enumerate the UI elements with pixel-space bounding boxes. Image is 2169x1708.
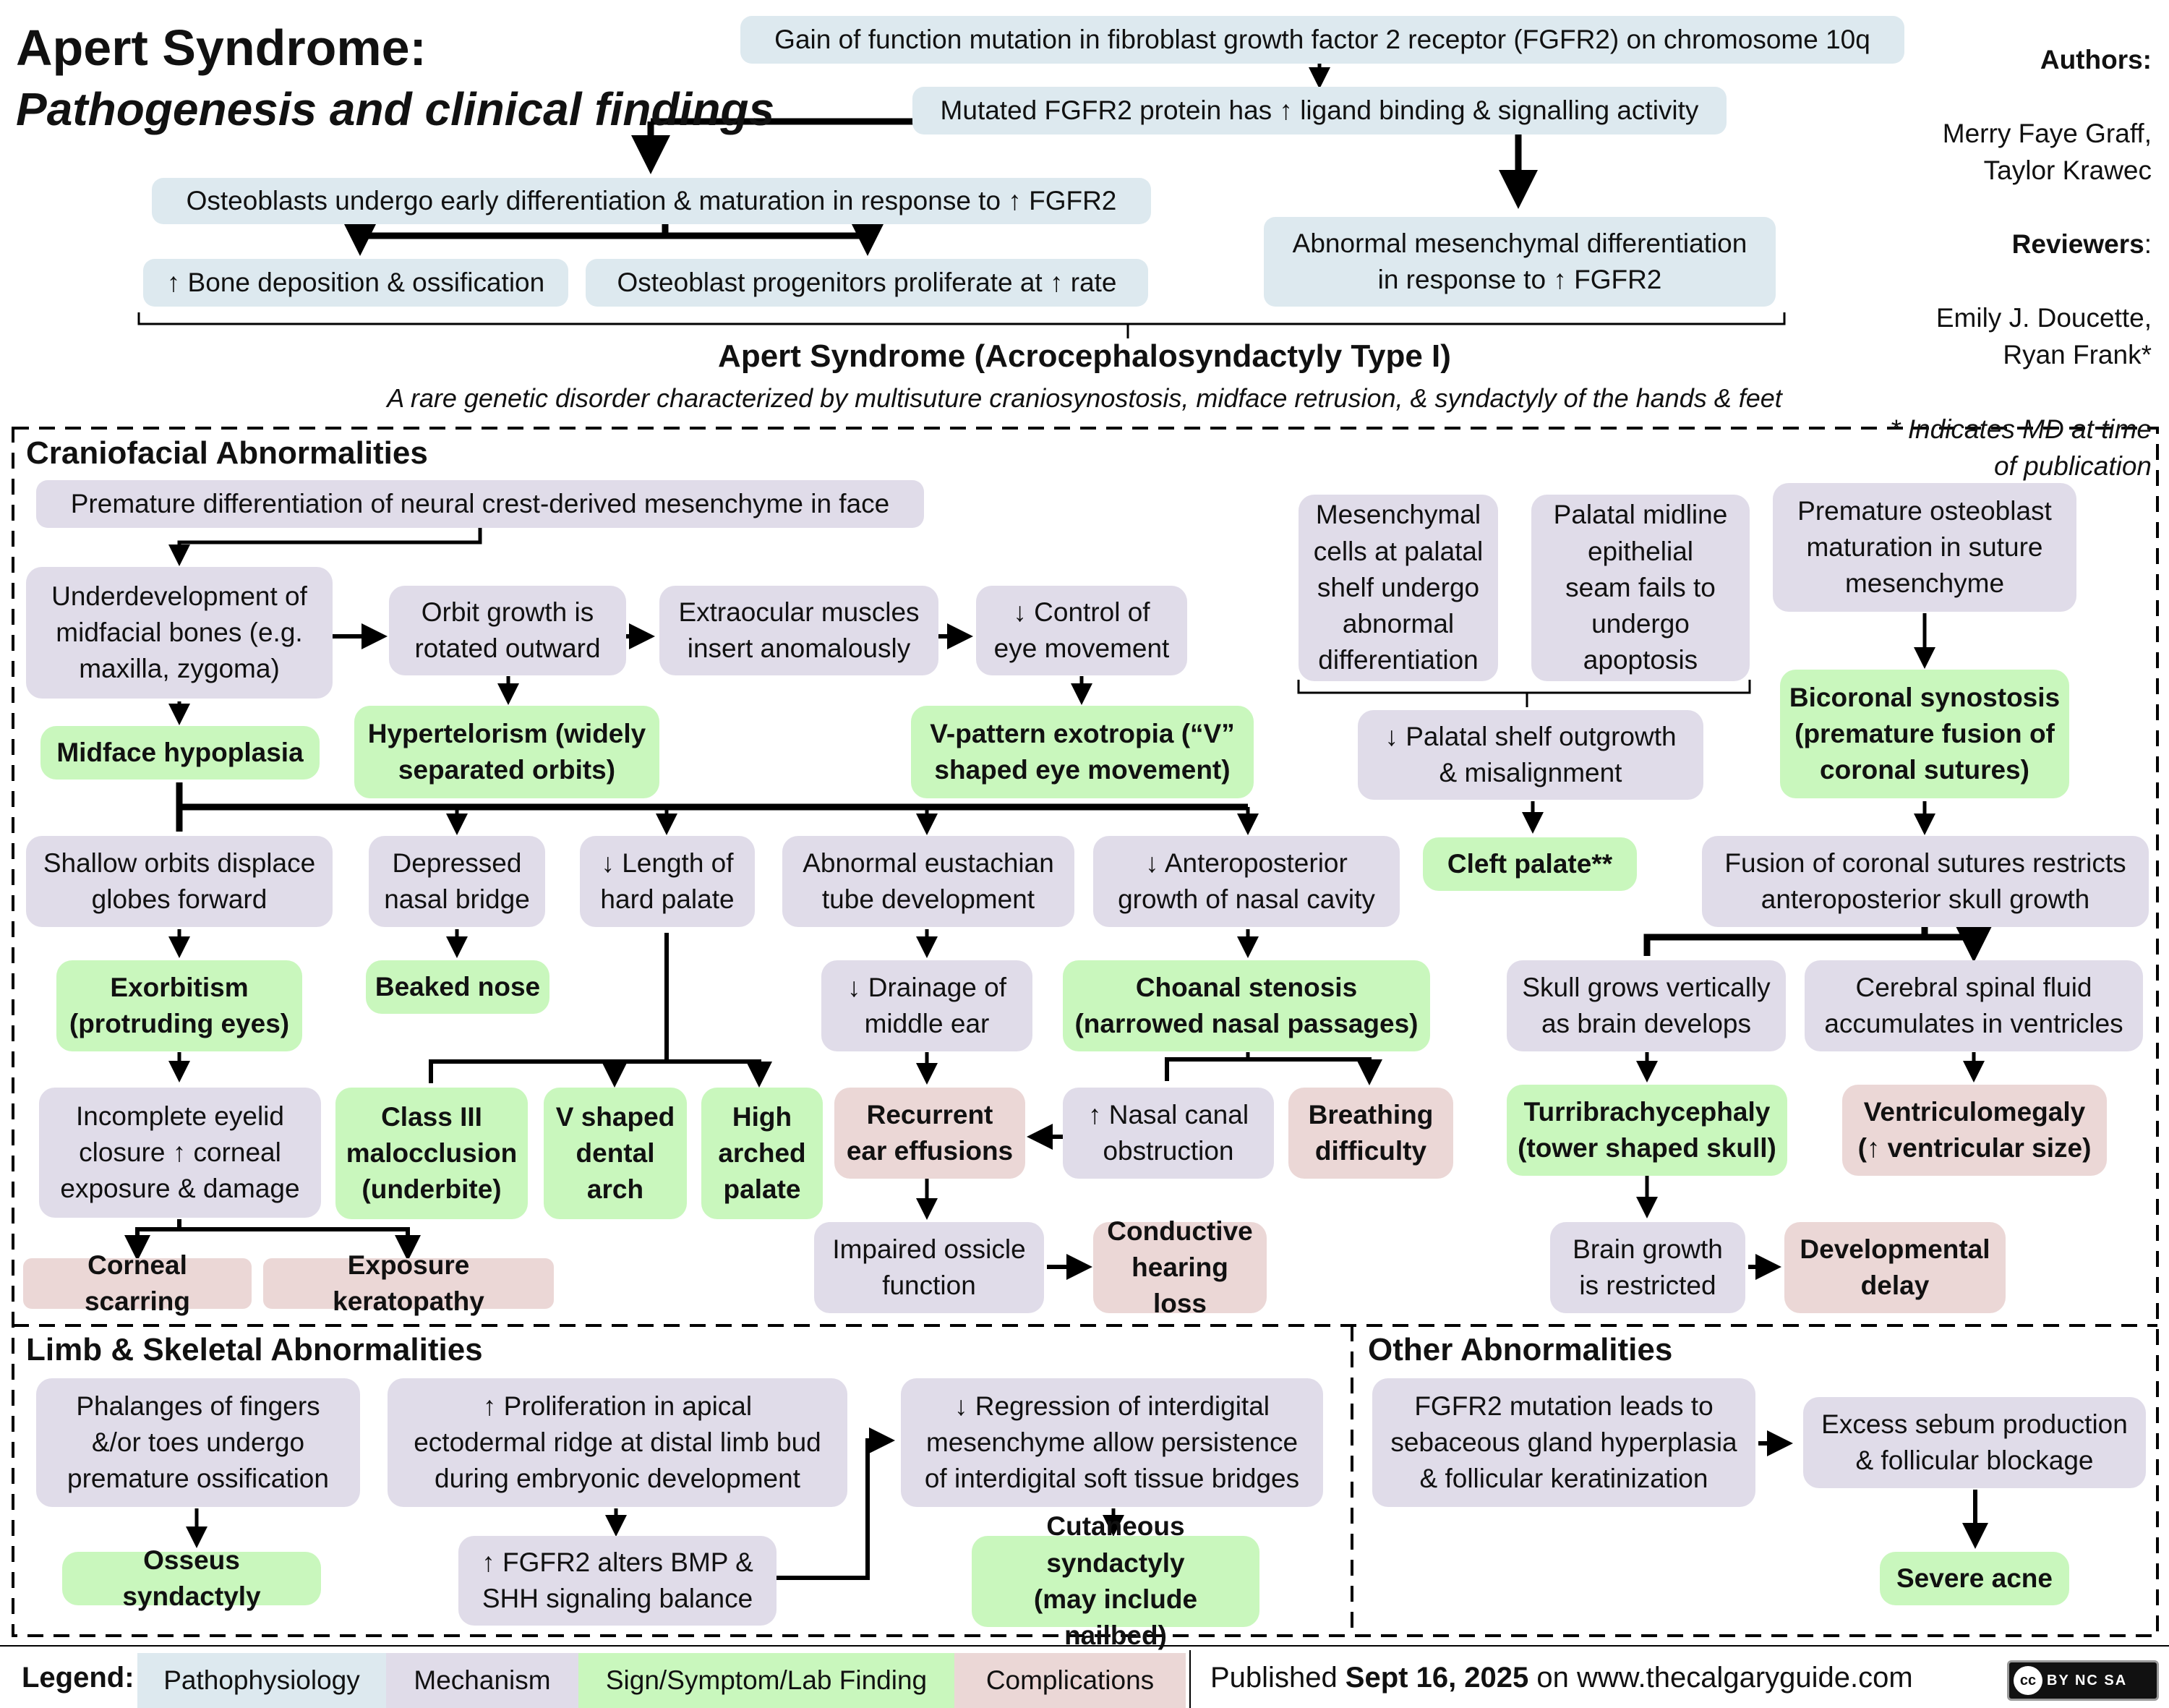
page-title: Apert Syndrome:: [16, 20, 427, 76]
cc-terms: BY NC SA: [2047, 1672, 2128, 1688]
syndrome-name: Apert Syndrome (Acrocephalosyndactyly Ty…: [718, 338, 1451, 374]
ventriculomegaly-box: Ventriculomegaly (↑ ventricular size): [1842, 1085, 2107, 1176]
limb-heading: Limb & Skeletal Abnormalities: [26, 1332, 483, 1367]
class-iii-malocclusion-box: Class III malocclusion (underbite): [335, 1088, 528, 1219]
extraocular-box: Extraocular muscles insert anomalously: [659, 586, 938, 675]
premature-osteoblast-box: Premature osteoblast maturation in sutur…: [1773, 483, 2076, 612]
shallow-orbits-box: Shallow orbits displace globes forward: [26, 836, 333, 927]
reviewers-colon: :: [2144, 229, 2152, 260]
cc-license-badge: cc BY NC SA: [2007, 1660, 2159, 1701]
csf-box: Cerebral spinal fluid accumulates in ven…: [1805, 960, 2143, 1051]
depressed-bridge-box: Depressed nasal bridge: [369, 836, 545, 927]
hypertelorism-box: Hypertelorism (widely separated orbits): [354, 706, 659, 798]
corneal-scarring-box: Corneal scarring: [23, 1250, 252, 1316]
drainage-box: ↓ Drainage of middle ear: [821, 960, 1032, 1051]
syndrome-definition: A rare genetic disorder characterized by…: [387, 383, 1782, 413]
osseus-syndactyly-box: Osseus syndactyly: [62, 1545, 321, 1611]
phalanges-box: Phalanges of fingers &/or toes undergo p…: [36, 1378, 360, 1507]
bmp-shh-box: ↑ FGFR2 alters BMP & SHH signaling balan…: [458, 1536, 777, 1626]
legend-sign-symptom: Sign/Symptom/Lab Finding: [578, 1653, 954, 1708]
control-eye-box: ↓ Control of eye movement: [976, 586, 1187, 675]
brain-growth-box: Brain growth is restricted: [1550, 1222, 1745, 1313]
credits: Authors: Merry Faye Graff, Taylor Krawec…: [1790, 4, 2152, 521]
ossicle-box: Impaired ossicle function: [814, 1222, 1044, 1313]
authors-label: Authors:: [2040, 45, 2152, 75]
nasal-obstruction-box: ↑ Nasal canal obstruction: [1063, 1088, 1274, 1179]
hard-palate-box: ↓ Length of hard palate: [580, 836, 755, 927]
publication-info: Published Sept 16, 2025 on www.thecalgar…: [1210, 1662, 1913, 1694]
mutation-box: Gain of function mutation in fibroblast …: [740, 16, 1904, 64]
exposure-keratopathy-box: Exposure keratopathy: [263, 1250, 554, 1316]
reviewers: Emily J. Doucette, Ryan Frank*: [1935, 303, 2152, 370]
midline-seam-box: Palatal midline epithelial seam fails to…: [1531, 495, 1750, 681]
turribrachycephaly-box: Turribrachycephaly (tower shaped skull): [1507, 1085, 1787, 1176]
page-subtitle: Pathogenesis and clinical findings: [16, 83, 775, 135]
high-arched-palate-box: High arched palate: [701, 1088, 823, 1219]
published-prefix: Published: [1210, 1662, 1346, 1694]
fusion-coronal-box: Fusion of coronal sutures restricts ante…: [1702, 836, 2149, 927]
reviewers-label: Reviewers: [2011, 229, 2144, 260]
legend-complications: Complications: [954, 1653, 1186, 1708]
legend-mechanism: Mechanism: [386, 1653, 578, 1708]
v-pattern-exotropia-box: V-pattern exotropia (“V” shaped eye move…: [911, 706, 1254, 798]
beaked-nose-box: Beaked nose: [366, 960, 549, 1014]
breathing-difficulty-box: Breathing difficulty: [1288, 1088, 1453, 1179]
choanal-stenosis-box: Choanal stenosis (narrowed nasal passage…: [1063, 960, 1430, 1051]
developmental-delay-box: Developmental delay: [1784, 1222, 2006, 1313]
md-note: * Indicates MD at time of publication: [1890, 414, 2152, 481]
legend-label: Legend:: [22, 1662, 134, 1694]
bone-deposition-box: ↑ Bone deposition & ossification: [143, 259, 568, 307]
conductive-hearing-loss-box: Conductive hearing loss: [1093, 1216, 1267, 1318]
mesenchymal-box: Abnormal mesenchymal differentiation in …: [1264, 217, 1776, 307]
v-shaped-dental-arch-box: V shaped dental arch: [544, 1088, 687, 1219]
craniofacial-heading: Craniofacial Abnormalities: [26, 435, 428, 471]
premature-differentiation-box: Premature differentiation of neural cres…: [36, 480, 924, 528]
mesenchymal-palatal-box: Mesenchymal cells at palatal shelf under…: [1299, 495, 1498, 681]
legend-pathophysiology: Pathophysiology: [137, 1653, 386, 1708]
cc-icon: cc: [2014, 1666, 2042, 1695]
bicoronal-synostosis-box: Bicoronal synostosis (premature fusion o…: [1780, 670, 2069, 798]
orbit-growth-box: Orbit growth is rotated outward: [389, 586, 626, 675]
ear-effusions-box: Recurrent ear effusions: [834, 1088, 1025, 1179]
skull-vertical-box: Skull grows vertically as brain develops: [1507, 960, 1786, 1051]
authors: Merry Faye Graff, Taylor Krawec: [1942, 119, 2152, 186]
eustachian-box: Abnormal eustachian tube development: [782, 836, 1074, 927]
anteroposterior-nasal-box: ↓ Anteroposterior growth of nasal cavity: [1093, 836, 1400, 927]
cutaneous-syndactyly-box: Cutaneous syndactyly (may include nailbe…: [972, 1511, 1259, 1650]
cleft-palate-box: Cleft palate**: [1423, 837, 1637, 891]
published-site: on www.thecalgaryguide.com: [1528, 1662, 1913, 1694]
regression-box: ↓ Regression of interdigital mesenchyme …: [901, 1378, 1323, 1507]
mutated-protein-box: Mutated FGFR2 protein has ↑ ligand bindi…: [912, 87, 1727, 134]
severe-acne-box: Severe acne: [1880, 1552, 2069, 1605]
proliferation-box: ↑ Proliferation in apical ectodermal rid…: [388, 1378, 847, 1507]
palatal-shelf-box: ↓ Palatal shelf outgrowth & misalignment: [1358, 710, 1703, 800]
sebaceous-box: FGFR2 mutation leads to sebaceous gland …: [1372, 1378, 1755, 1507]
underdevelopment-box: Underdevelopment of midfacial bones (e.g…: [26, 567, 333, 699]
progenitors-box: Osteoblast progenitors proliferate at ↑ …: [586, 259, 1148, 307]
midface-hypoplasia-box: Midface hypoplasia: [40, 726, 320, 780]
other-heading: Other Abnormalities: [1368, 1332, 1673, 1367]
osteoblasts-box: Osteoblasts undergo early differentiatio…: [152, 178, 1151, 224]
sebum-box: Excess sebum production & follicular blo…: [1803, 1397, 2146, 1488]
eyelid-box: Incomplete eyelid closure ↑ corneal expo…: [39, 1088, 321, 1218]
published-date: Sept 16, 2025: [1345, 1662, 1529, 1694]
exorbitism-box: Exorbitism (protruding eyes): [56, 960, 302, 1051]
